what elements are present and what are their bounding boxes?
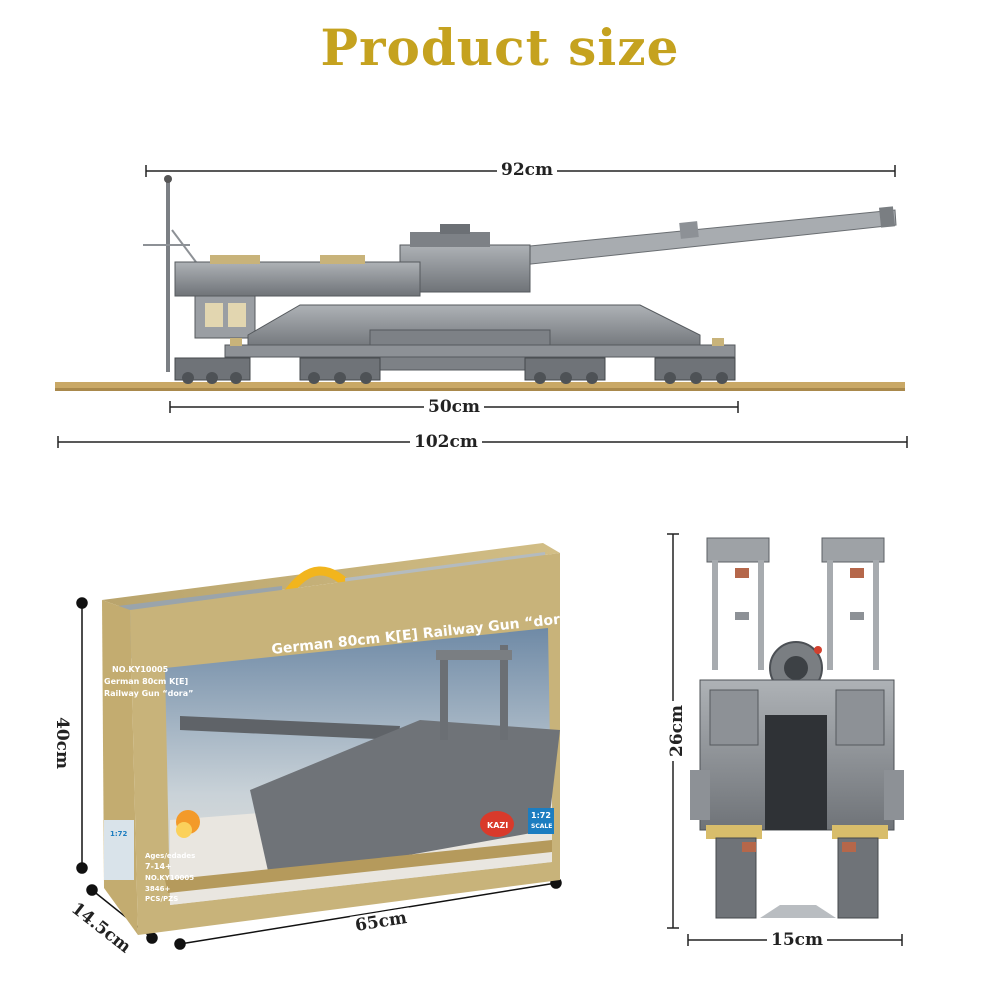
- box-scale-small: 1:72: [110, 830, 128, 838]
- box-side-name: German 80cm K[E]: [104, 677, 188, 686]
- railway-gun-front-view: [690, 537, 904, 919]
- box-ages: 7-14+: [145, 862, 172, 871]
- railway-gun-side-view: [55, 175, 905, 391]
- page-title: Product size: [320, 18, 680, 77]
- box-pcs: 3846+: [145, 885, 170, 893]
- box-pcs-unit: PCS/PZS: [145, 895, 178, 903]
- box-brand: KAZI: [487, 821, 508, 830]
- product-box: [102, 543, 560, 935]
- box-side-sub: Railway Gun “dora”: [104, 689, 193, 698]
- label-front-width: 15cm: [767, 930, 827, 950]
- box-height-line: [76, 597, 88, 874]
- label-front-height: 26cm: [667, 701, 687, 761]
- box-scale: 1:72: [531, 811, 551, 820]
- label-top-length: 92cm: [497, 160, 557, 180]
- label-total-length: 102cm: [410, 432, 482, 452]
- dimension-total-line: [57, 436, 908, 448]
- label-wheelbase: 50cm: [424, 397, 484, 417]
- box-side-no: NO.KY10005: [112, 665, 169, 674]
- box-panel-no: NO.KY10005: [145, 874, 194, 882]
- label-box-height: 40cm: [52, 713, 72, 773]
- box-depth-line: [86, 884, 158, 944]
- track-rail: [55, 382, 905, 390]
- box-ages-label: Ages/edades: [145, 852, 195, 860]
- box-scale-word: SCALE: [531, 823, 552, 830]
